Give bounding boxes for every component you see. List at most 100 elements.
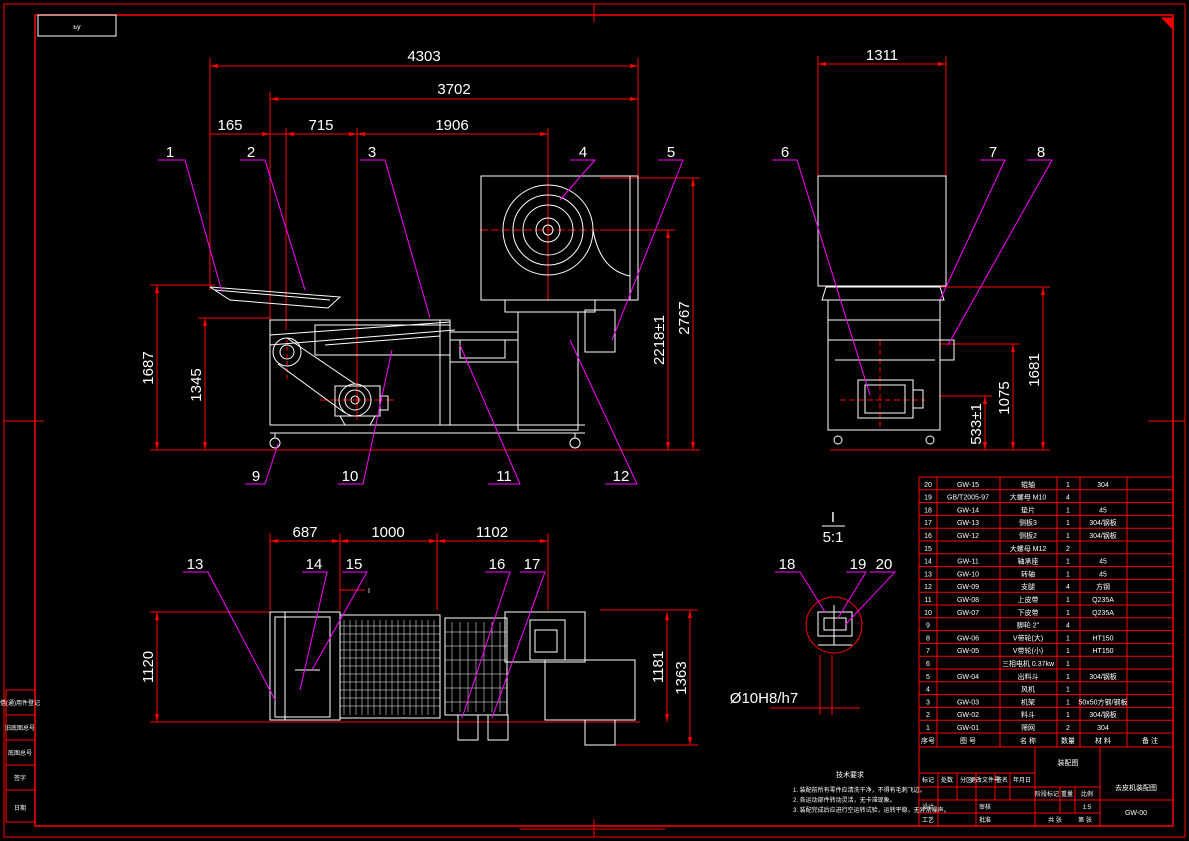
bom-cell-name: V带轮(大) <box>1013 633 1043 642</box>
bom-cell-code: GW-12 <box>957 533 979 540</box>
bom-cell-name: 出料斗 <box>1018 672 1039 681</box>
balloon-label: 13 <box>187 556 204 573</box>
bom-cell-name: V带轮(小) <box>1013 646 1043 655</box>
bom-cell-qty: 2 <box>1066 725 1070 732</box>
bom-cell-qty: 1 <box>1066 635 1070 642</box>
bom-cell-no: 13 <box>924 571 932 578</box>
bom-cell-no: 16 <box>924 533 932 540</box>
balloon-label: 17 <box>524 556 541 573</box>
section-mark: I <box>368 588 370 595</box>
title-field-label: 标记 <box>922 776 934 784</box>
bom-cell-qty: 4 <box>1066 495 1070 502</box>
bom-cell-no: 15 <box>924 546 932 553</box>
bom-cell-code: GW-08 <box>957 597 979 604</box>
front-machine-outline <box>209 175 639 449</box>
bom-cell-mat: 45 <box>1099 507 1107 514</box>
bom-cell-qty: 2 <box>1066 546 1070 553</box>
bom-cell-code: GW-03 <box>957 699 979 706</box>
bom-cell-name: 脚轮 2" <box>1017 621 1040 630</box>
title-field-label: 签名 <box>996 776 1008 784</box>
balloon-label: 4 <box>579 144 587 161</box>
dim-height: 1687 <box>140 351 157 384</box>
detail-outline <box>817 605 853 646</box>
bom-cell-name: 大螺母 M10 <box>1010 493 1047 502</box>
title-block: 装配图 去皮机装配图 GW-00 1:5 标记 处数 分区 更改文件号 签名 年… <box>922 758 1157 824</box>
top-tag: ьу <box>37 14 117 37</box>
bom-cell-name: 上皮带 <box>1018 595 1039 604</box>
title-field-label: 分区 <box>960 776 972 784</box>
bom-header-qty: 数量 <box>1061 736 1075 745</box>
detail-scale: 5:1 <box>823 529 844 546</box>
bom-cell-no: 5 <box>926 674 930 681</box>
tech-notes-title: 技术要求 <box>836 770 864 779</box>
bom-cell-qty: 1 <box>1066 648 1070 655</box>
bom-cell-mat: HT150 <box>1092 635 1113 642</box>
balloon-label: 18 <box>779 556 796 573</box>
bom-cell-qty: 1 <box>1066 712 1070 719</box>
side-leaders <box>772 159 1053 396</box>
strip-label: 底图总号 <box>8 749 32 757</box>
title-field-label: 共 张 <box>1048 816 1062 824</box>
bom-cell-name: 支腿 <box>1021 582 1035 591</box>
bom-cell-no: 17 <box>924 520 932 527</box>
bom-cell-code: GW-07 <box>957 610 979 617</box>
dim-length: 3702 <box>437 81 470 98</box>
detail-leaders <box>775 571 897 626</box>
bom-cell-qty: 4 <box>1066 584 1070 591</box>
bom-cell-qty: 4 <box>1066 623 1070 630</box>
dim-height: 533±1 <box>968 403 985 445</box>
bom-cell-qty: 1 <box>1066 533 1070 540</box>
front-dim-arrows <box>155 64 695 450</box>
bom-cell-name: 转轴 <box>1021 569 1035 578</box>
bom-cell-name: 辊轴 <box>1021 480 1035 489</box>
balloon-label: 3 <box>368 144 376 161</box>
bom-cell-name: 机架 <box>1021 697 1035 706</box>
bom-cell-mat: 45 <box>1099 559 1107 566</box>
side-dim-lines <box>817 56 1050 451</box>
bom-cell-mat: 304/钢板 <box>1089 531 1117 540</box>
bom-grid <box>918 476 1174 827</box>
bom-cell-no: 1 <box>926 725 930 732</box>
bom-cell-code: GW-09 <box>957 584 979 591</box>
bom-cell-mat: 方钢 <box>1096 582 1110 591</box>
bom-cell-no: 11 <box>924 597 931 604</box>
dim-height: 1075 <box>996 381 1013 414</box>
bom-header-no: 序号 <box>921 736 935 745</box>
bom-cell-no: 20 <box>924 482 932 489</box>
balloon-label: 14 <box>306 556 323 573</box>
bom-cell-code: GW-13 <box>957 520 979 527</box>
bom-cell-qty: 1 <box>1066 482 1070 489</box>
bom-cell-qty: 1 <box>1066 687 1070 694</box>
title-field-label: 工艺 <box>922 816 934 824</box>
detail-view: I 5:1 Ø10H8/h7 18 19 20 <box>730 509 897 715</box>
bom-cell-no: 9 <box>926 623 930 630</box>
bom-cell-code: GW-15 <box>957 482 979 489</box>
balloon-label: 2 <box>247 144 255 161</box>
bom-cell-no: 19 <box>924 495 932 502</box>
detail-dim-lines <box>770 655 860 715</box>
bom-cell-name: 侧板2 <box>1019 531 1037 540</box>
sheet-border <box>3 3 1186 838</box>
bom-cell-no: 4 <box>926 687 930 694</box>
title-field-label: 阶段标记 <box>1035 790 1059 798</box>
front-view: 4303 3702 165 715 1906 1687 1345 2218±1 … <box>140 48 700 485</box>
bom-cell-code: GW-01 <box>957 725 979 732</box>
bom-cell-qty: 1 <box>1066 559 1070 566</box>
tech-notes: 技术要求 1. 装配前所有零件应清洗干净，不得有毛刺飞边。 2. 各运动部件转动… <box>793 770 950 814</box>
plan-view: 687 1000 1102 1120 1181 1363 I <box>140 524 698 746</box>
bom-header-name: 名 称 <box>1020 736 1036 745</box>
title-field-label: 更改文件号 <box>970 776 1000 784</box>
bom-cell-mat: 50x50方钢/钢板 <box>1078 697 1127 706</box>
drawing-scale: 1:5 <box>1083 805 1092 811</box>
dim-offset: 165 <box>217 117 242 134</box>
balloon-label: 8 <box>1037 144 1045 161</box>
strip-label: 日期 <box>14 804 26 812</box>
title-field-label: 处数 <box>941 776 953 784</box>
bom-cell-mat: 304 <box>1097 725 1109 732</box>
balloon-label: 12 <box>613 468 630 485</box>
dim-span: 715 <box>308 117 333 134</box>
balloon-label: 7 <box>989 144 997 161</box>
